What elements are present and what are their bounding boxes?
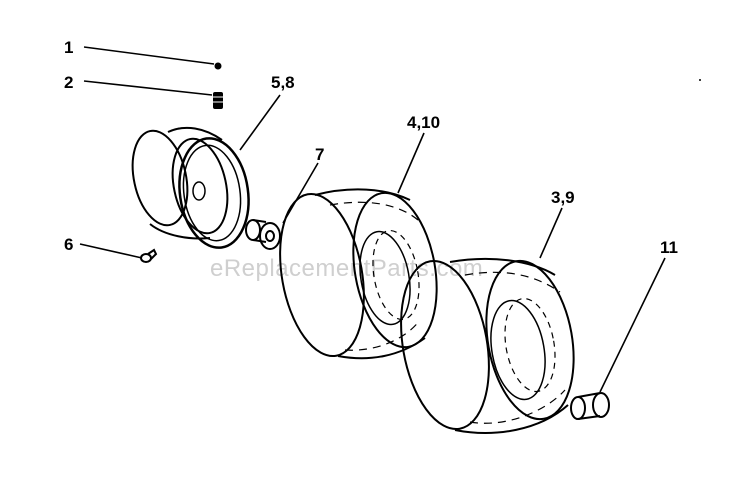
callout-1: 1 — [64, 38, 73, 57]
callout-2: 2 — [64, 73, 73, 92]
leader-5-8 — [239, 94, 281, 151]
leader-11 — [599, 257, 666, 393]
leader-lines — [79, 46, 666, 393]
leader-1 — [83, 46, 215, 65]
callout-5-8: 5,8 — [271, 73, 295, 92]
leader-2 — [83, 80, 213, 96]
callout-11: 11 — [660, 238, 678, 257]
part-7-spacer — [245, 219, 281, 250]
part-3-9-tire-rear — [400, 257, 575, 434]
part-5-8-rim — [131, 126, 250, 249]
leader-4-10 — [397, 132, 425, 194]
part-6-fitting — [140, 248, 158, 263]
speck — [699, 79, 701, 81]
callout-6: 6 — [64, 235, 73, 254]
callout-labels: 1 2 5,8 7 4,10 3,9 6 11 — [64, 38, 678, 257]
watermark: eReplacementParts.com — [210, 255, 483, 282]
leader-3-9 — [539, 207, 563, 259]
part-1-nut — [214, 62, 222, 70]
part-11-cap — [570, 392, 610, 420]
part-2-bolt — [213, 92, 223, 109]
callout-7: 7 — [315, 145, 324, 164]
leader-7 — [282, 162, 319, 224]
part-4-10-tire-front — [279, 188, 438, 360]
callout-4-10: 4,10 — [407, 113, 440, 132]
leader-6 — [79, 243, 143, 259]
callout-3-9: 3,9 — [551, 188, 575, 207]
